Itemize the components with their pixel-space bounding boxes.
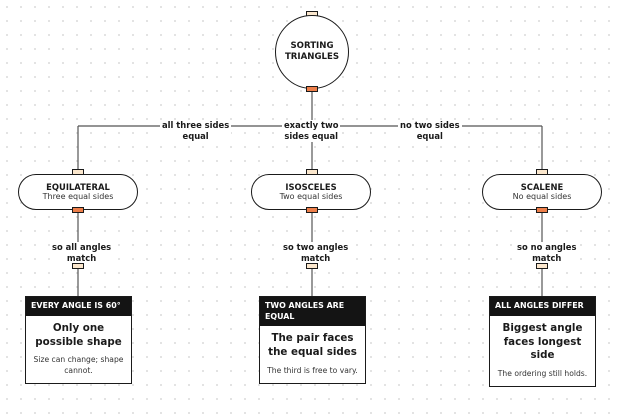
root-output-port xyxy=(306,86,318,92)
card-right-input-port xyxy=(536,263,548,269)
root-label-line1: SORTING xyxy=(290,41,334,52)
isosceles-output-port xyxy=(306,207,318,213)
isosceles-result-card: TWO ANGLES ARE EQUAL The pair faces the … xyxy=(259,296,366,385)
isosceles-node: ISOSCELES Two equal sides xyxy=(251,174,371,210)
card-note: The ordering still holds. xyxy=(497,369,588,379)
scalene-node: SCALENE No equal sides xyxy=(482,174,602,210)
equilateral-result-card: EVERY ANGLE IS 60° Only one possible sha… xyxy=(25,296,132,385)
edge-label-equilateral: all three sides equal xyxy=(160,120,232,142)
edge-label-two-angles: so two angles match xyxy=(281,242,351,264)
scalene-result-card: ALL ANGLES DIFFER Biggest angle faces lo… xyxy=(489,296,596,388)
edge-label-no-angles: so no angles match xyxy=(515,242,579,264)
edge-label-all-angles: so all angles match xyxy=(50,242,114,264)
card-note: The third is free to vary. xyxy=(267,366,358,376)
equilateral-title: EQUILATERAL xyxy=(46,181,110,192)
scalene-title: SCALENE xyxy=(520,181,564,192)
card-left-input-port xyxy=(72,263,84,269)
card-header: EVERY ANGLE IS 60° xyxy=(26,297,131,316)
scalene-subtitle: No equal sides xyxy=(512,192,572,202)
card-header: ALL ANGLES DIFFER xyxy=(490,297,595,316)
equilateral-node: EQUILATERAL Three equal sides xyxy=(18,174,138,210)
card-main-text: Only one possible shape xyxy=(35,321,122,348)
isosceles-subtitle: Two equal sides xyxy=(279,192,343,202)
isosceles-title: ISOSCELES xyxy=(285,181,337,192)
card-note: Size can change; shape cannot. xyxy=(33,355,124,376)
equilateral-subtitle: Three equal sides xyxy=(42,192,114,202)
card-main-text: Biggest angle faces longest side xyxy=(502,321,583,362)
card-main-text: The pair faces the equal sides xyxy=(268,332,357,359)
root-label-line2: TRIANGLES xyxy=(284,52,340,62)
card-header: TWO ANGLES ARE EQUAL xyxy=(260,297,365,327)
edge-label-isosceles: exactly two sides equal xyxy=(282,120,341,142)
equilateral-output-port xyxy=(72,207,84,213)
card-center-input-port xyxy=(306,263,318,269)
scalene-output-port xyxy=(536,207,548,213)
edge-label-scalene: no two sides equal xyxy=(398,120,462,142)
root-node: SORTING TRIANGLES xyxy=(275,15,349,89)
